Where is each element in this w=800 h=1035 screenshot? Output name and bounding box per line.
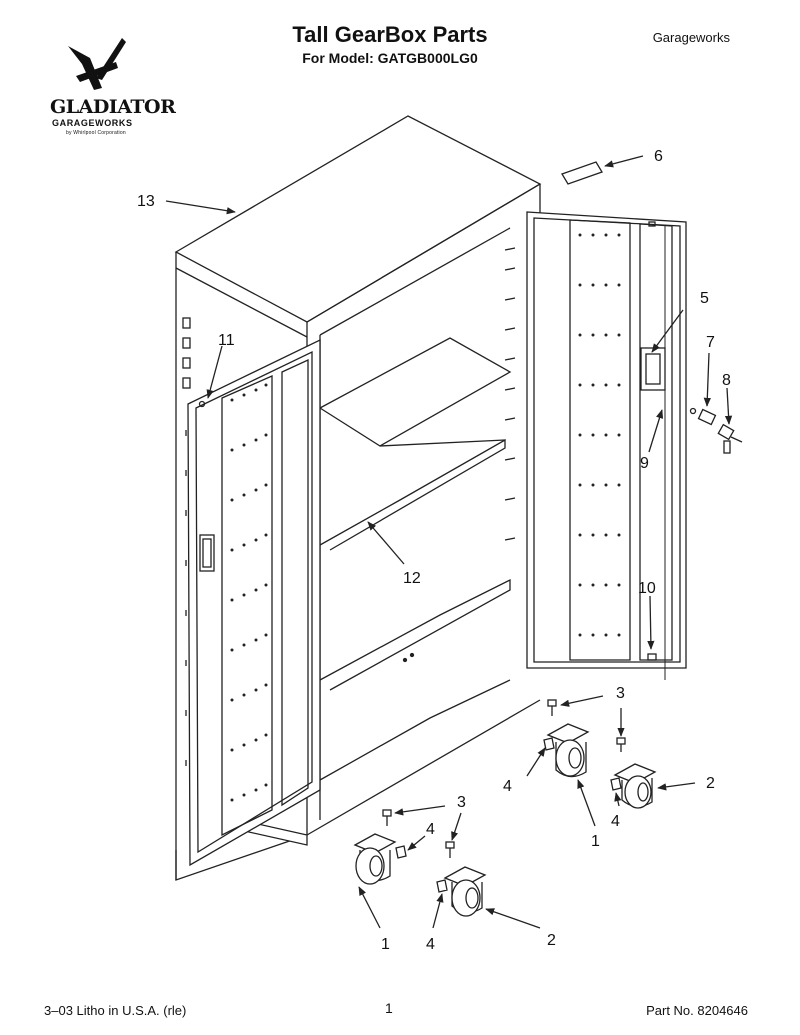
callout-7: 7 xyxy=(706,334,715,351)
callout-2-left: 2 xyxy=(547,932,556,949)
lock-cylinder xyxy=(689,407,717,426)
crossed-blades-logo-icon xyxy=(68,38,126,90)
caster-assembly-right-top xyxy=(543,699,590,778)
right-door xyxy=(526,211,687,680)
callout-3-left: 3 xyxy=(457,794,466,811)
caster-bolt xyxy=(445,841,455,849)
logo-wordmark: GLADIATOR xyxy=(50,96,176,118)
model-subtitle: For Model: GATGB000LG0 xyxy=(302,50,478,66)
page-title: Tall GearBox Parts xyxy=(292,22,488,47)
callout-6: 6 xyxy=(654,148,663,165)
callout-3-right: 3 xyxy=(616,685,625,702)
callout-4-right-bottom: 4 xyxy=(611,813,620,830)
callout-11: 11 xyxy=(218,332,235,349)
lock-key xyxy=(717,423,743,454)
label-plate xyxy=(561,161,603,185)
callout-1-right: 1 xyxy=(591,833,600,850)
page-number: 1 xyxy=(385,1000,393,1016)
left-door-handle xyxy=(199,534,215,572)
part-number: Part No. 8204646 xyxy=(646,1003,748,1018)
logo-subtext: GARAGEWORKS xyxy=(52,118,133,128)
callout-4-left-top: 4 xyxy=(426,821,435,838)
callout-12: 12 xyxy=(403,570,421,587)
callout-10: 10 xyxy=(638,580,656,597)
shelf-2 xyxy=(319,438,506,551)
door-bumper xyxy=(198,400,206,408)
rod-guide-top xyxy=(648,221,656,227)
caster-assembly-left-bottom xyxy=(436,841,487,917)
callout-1-left: 1 xyxy=(381,936,390,953)
caster-nut xyxy=(395,845,407,859)
caster-assembly-left-top xyxy=(353,809,407,885)
shelf-3 xyxy=(319,578,511,691)
logo-tagline: by Whirlpool Corporation xyxy=(66,130,126,136)
callout-8: 8 xyxy=(722,372,731,389)
callout-4-left-bottom: 4 xyxy=(426,936,435,953)
caster-bolt xyxy=(382,809,392,817)
callout-13: 13 xyxy=(137,193,155,210)
left-door xyxy=(185,338,321,867)
leader-arrows xyxy=(165,155,733,929)
caster-nut xyxy=(436,879,448,893)
right-door-perforations xyxy=(578,233,621,637)
callout-5: 5 xyxy=(700,290,709,307)
callout-4-right-left: 4 xyxy=(503,778,512,795)
shelf-support-pegs xyxy=(504,247,516,541)
shelf-1 xyxy=(319,337,512,447)
callout-9: 9 xyxy=(640,455,649,472)
caster-nut xyxy=(610,777,622,791)
callout-2-right: 2 xyxy=(706,775,715,792)
left-door-perforations xyxy=(230,383,268,802)
caster-assembly-right-bottom xyxy=(610,737,657,809)
caster-bolt xyxy=(616,737,626,745)
rod-guide-bottom xyxy=(647,653,657,661)
footer-litho: 3–03 Litho in U.S.A. (rle) xyxy=(44,1003,187,1018)
cabinet-floor xyxy=(319,652,511,781)
caster-nut xyxy=(543,737,555,751)
brand-name: Garageworks xyxy=(652,30,730,45)
side-vent-slots xyxy=(182,317,191,389)
caster-bolt xyxy=(547,699,557,707)
